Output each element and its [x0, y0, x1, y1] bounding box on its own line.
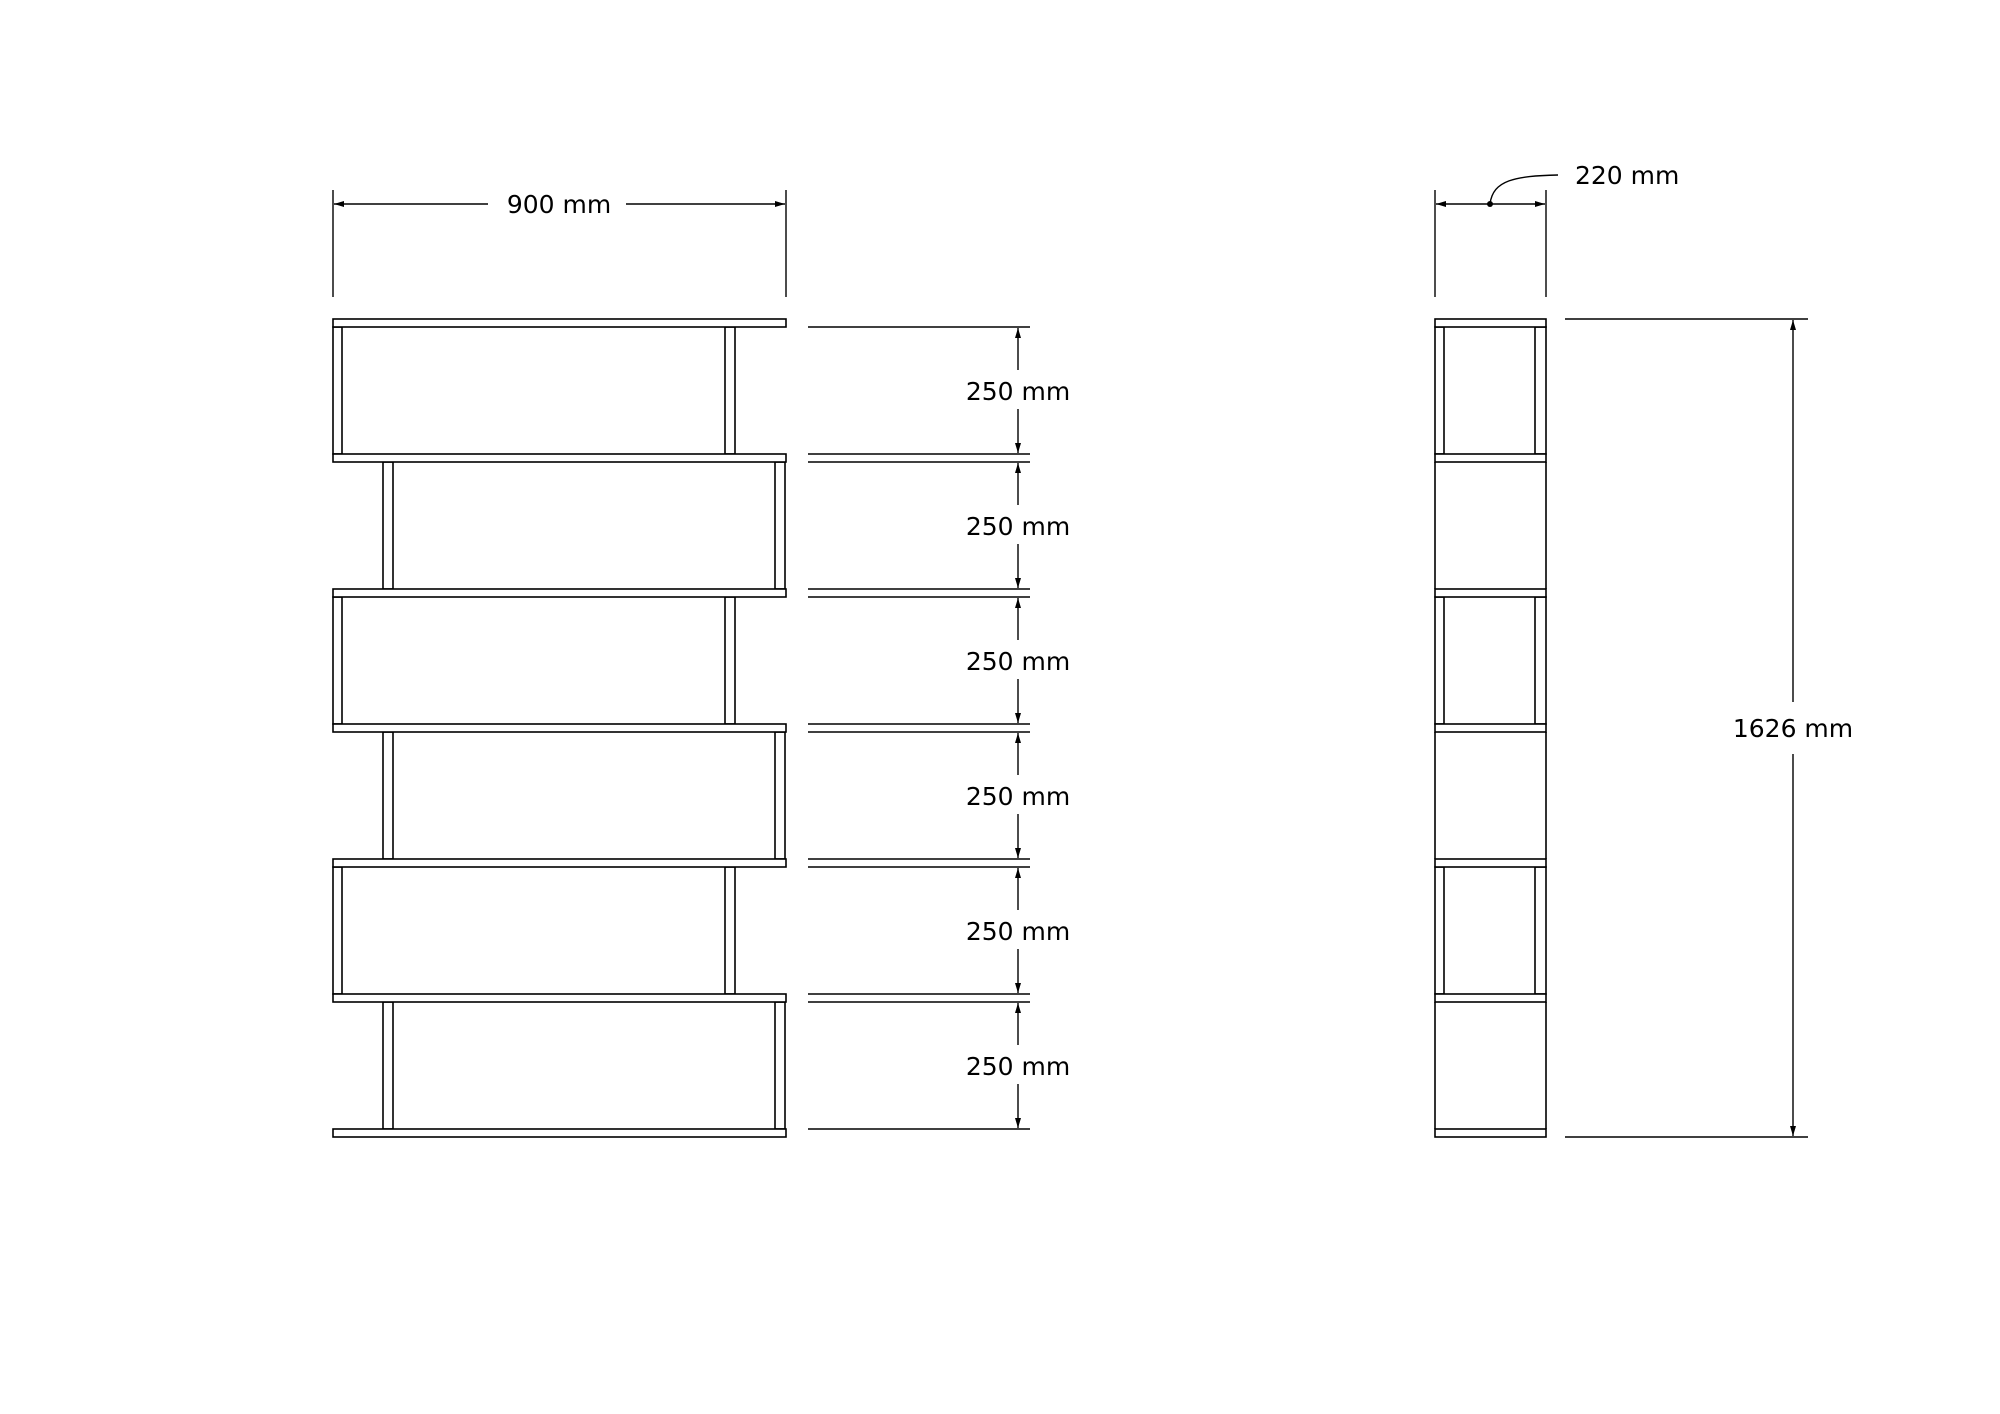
divider [724, 596, 736, 725]
width-dimension: 900 mm [332, 190, 787, 297]
side-upright [1534, 596, 1547, 725]
depth-label: 220 mm [1575, 161, 1679, 190]
divider [332, 866, 343, 995]
depth-leader-line [1489, 174, 1559, 205]
depth-leader-dot [1487, 201, 1493, 207]
spacing-label: 250 mm [966, 647, 1070, 676]
divider [382, 461, 394, 590]
side-shelf [1434, 993, 1547, 1003]
front-shelves [332, 318, 787, 1138]
shelf-board [332, 1128, 787, 1138]
width-label: 900 mm [507, 190, 611, 219]
shelf-board [332, 723, 787, 733]
side-shelf [1434, 723, 1547, 733]
spacing-label: 250 mm [966, 377, 1070, 406]
side-shelf [1434, 858, 1547, 868]
side-shelf [1434, 1128, 1547, 1138]
spacing-label: 250 mm [966, 917, 1070, 946]
side-upright [1534, 326, 1547, 455]
divider [774, 731, 786, 860]
divider [382, 731, 394, 860]
depth-dimension: 220 mm [1434, 161, 1679, 297]
shelf-board [332, 453, 787, 463]
shelf-board [332, 858, 787, 868]
side-upright [1534, 866, 1547, 995]
shelf-board [332, 588, 787, 598]
divider [332, 326, 343, 455]
side-upright [1434, 326, 1445, 455]
side-shelf [1434, 318, 1547, 328]
divider [382, 1001, 394, 1130]
side-shelves [1434, 318, 1547, 1138]
height-label: 1626 mm [1733, 714, 1853, 743]
shelf-spacing-dimensions: 250 mm 250 mm 250 mm 250 mm 250 mm 250 m… [808, 326, 1070, 1130]
divider [724, 866, 736, 995]
spacing-label: 250 mm [966, 512, 1070, 541]
shelf-board [332, 993, 787, 1003]
side-shelf [1434, 453, 1547, 463]
side-view: 220 mm [1434, 161, 1853, 1138]
side-upright [1434, 596, 1445, 725]
divider [774, 1001, 786, 1130]
height-dimension: 1626 mm [1565, 318, 1853, 1138]
side-upright [1434, 866, 1445, 995]
spacing-label: 250 mm [966, 1052, 1070, 1081]
divider [724, 326, 736, 455]
spacing-label: 250 mm [966, 782, 1070, 811]
front-view: 900 mm [332, 190, 1070, 1138]
side-shelf [1434, 588, 1547, 598]
shelf-board [332, 318, 787, 328]
divider [774, 461, 786, 590]
divider [332, 596, 343, 725]
side-uprights [1434, 326, 1547, 1129]
